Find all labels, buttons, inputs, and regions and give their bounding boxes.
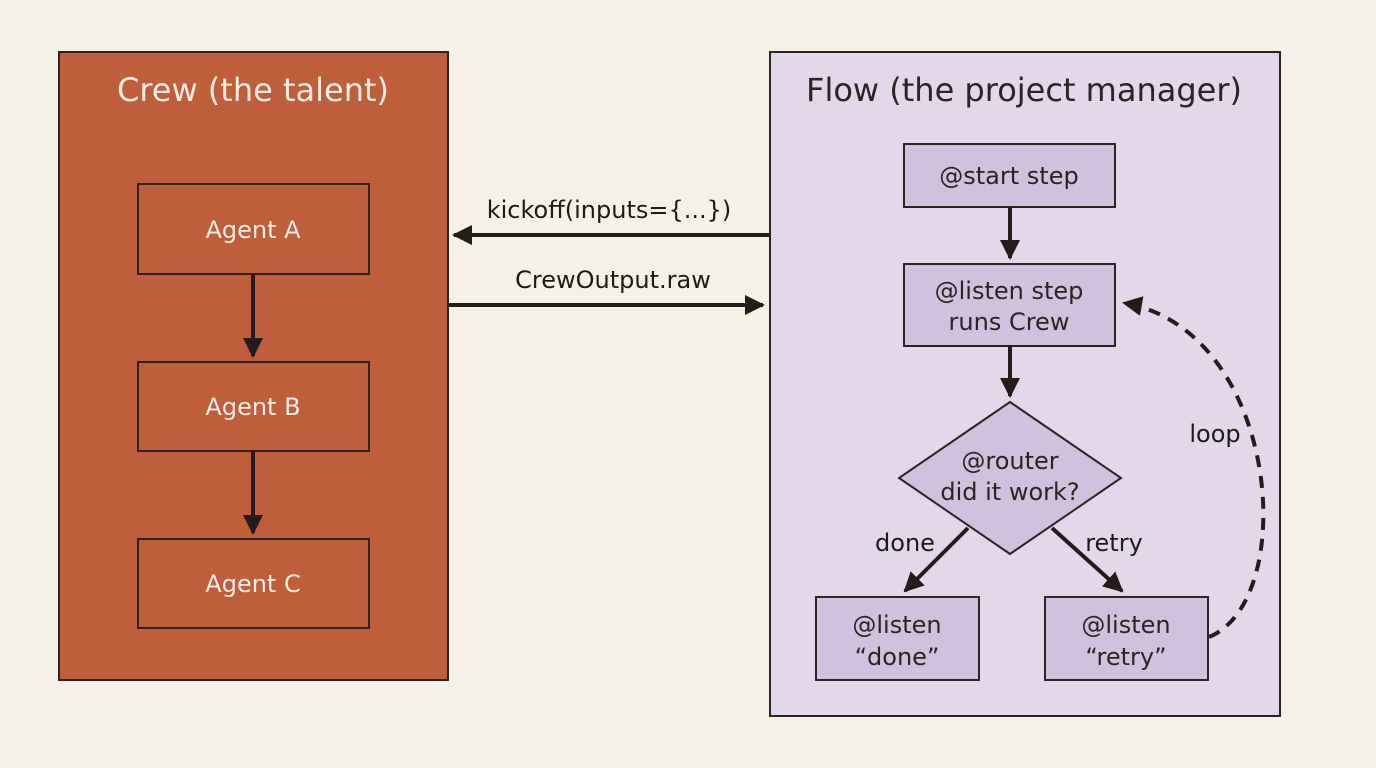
listen-retry-label-line1: @listen [1081,611,1170,639]
crew-panel: Crew (the talent) Agent A Agent B Agent … [58,51,449,681]
kickoff-label: kickoff(inputs={...}) [487,196,732,224]
router-node: @router did it work? [897,400,1123,556]
retry-edge-label: retry [1085,529,1143,557]
listen-step-label-line1: @listen step [935,277,1084,305]
listen-retry-node: @listen “retry” [1044,596,1209,681]
listen-step-box [903,263,1116,347]
listen-step-node: @listen step runs Crew [903,263,1116,347]
loop-label: loop [1189,420,1240,448]
agent-c-box [137,538,370,629]
output-label: CrewOutput.raw [515,266,711,294]
listen-done-node: @listen “done” [815,596,980,681]
agent-a-label: Agent A [205,216,301,244]
agent-b-box [137,361,370,452]
agent-a-node: Agent A [137,183,370,275]
router-label-line2: did it work? [940,478,1079,506]
listen-done-box [815,596,980,681]
listen-done-label-line1: @listen [852,611,941,639]
agent-c-label: Agent C [205,570,300,598]
agent-c-node: Agent C [137,538,370,629]
agent-b-node: Agent B [137,361,370,452]
listen-retry-box [1044,596,1209,681]
loop-dashed-arrow [1122,296,1266,639]
arrow-router-to-done [903,526,970,593]
flow-panel: Flow (the project manager) @start step @… [769,51,1281,717]
agent-a-box [137,183,370,275]
arrow-router-to-retry [1050,526,1124,593]
done-edge-label: done [875,529,935,557]
router-label-line1: @router [961,447,1058,475]
listen-done-label-line2: “done” [855,643,940,671]
crew-title: Crew (the talent) [117,71,389,109]
start-step-label: @start step [939,162,1078,190]
listen-step-label-line2: runs Crew [949,308,1070,336]
start-step-node: @start step [903,143,1116,208]
router-diamond [897,400,1123,556]
flow-title: Flow (the project manager) [806,71,1242,109]
agent-b-label: Agent B [205,393,300,421]
listen-retry-label-line2: “retry” [1085,643,1166,671]
start-step-box [903,143,1116,208]
